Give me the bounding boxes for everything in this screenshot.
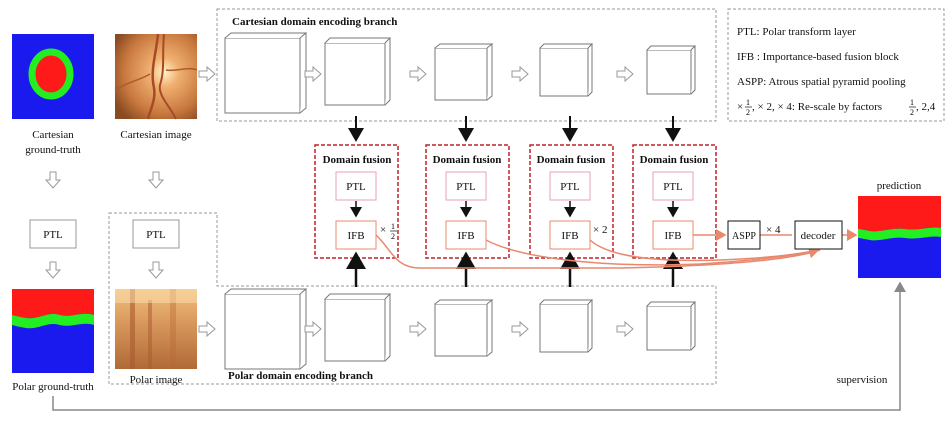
aspp-box [727, 220, 761, 250]
ptl-box-left-gt [29, 219, 77, 249]
polar-branch-frame [108, 212, 717, 385]
fusion-arrows [346, 116, 683, 287]
decoder-box [794, 220, 843, 250]
legend-ptl: PTL: Polar transform layer [737, 26, 856, 38]
ptl-label-left-img: PTL [146, 229, 166, 241]
polar-cube-4 [539, 299, 594, 353]
aspp-label: ASPP [732, 231, 756, 242]
cartesian-cube-4 [539, 43, 594, 97]
cartesian-gt-label-line1: Cartesian [32, 129, 74, 141]
fusion-ptl-label-3: PTL [560, 181, 580, 193]
cart-arrow-3 [511, 66, 529, 82]
polar-cube-5 [646, 301, 697, 351]
ptl-label-left-gt: PTL [43, 229, 63, 241]
fusion-ptl-3 [549, 171, 591, 201]
skip-connections [375, 229, 858, 269]
legend-aspp: ASPP: Atrous spatial pyramid pooling [737, 76, 906, 88]
cartesian-cube-5 [646, 45, 697, 95]
legend-rescale-b: , 2,4 [916, 101, 936, 113]
down-arrow-1 [45, 171, 61, 189]
polar-branch-title: Polar domain encoding branch [228, 370, 373, 382]
legend-panel: PTL: Polar transform layer IFB : Importa… [727, 8, 945, 122]
fusion-title-4: Domain fusion [640, 154, 709, 166]
cart-arrow-0 [198, 66, 216, 82]
scale-half-x: × [380, 224, 386, 236]
domain-fusion-block-3: Domain fusion PTL IFB [529, 144, 614, 259]
cartesian-cube-3 [434, 43, 494, 101]
polar-ground-truth-image [12, 289, 94, 373]
down-arrow-4 [148, 261, 164, 279]
polar-arrow-2 [409, 321, 427, 337]
legend-half-num-2: 1 [910, 98, 914, 107]
polar-feature-maps [224, 288, 697, 370]
cartesian-gt-label-line2: ground-truth [25, 144, 81, 156]
legend-half-den-2: 2 [910, 108, 914, 117]
polar-arrow-0 [198, 321, 216, 337]
fusion-ifb-label-3: IFB [561, 230, 578, 242]
polar-cube-1 [224, 288, 308, 370]
polar-gt-label: Polar ground-truth [12, 381, 94, 393]
fusion-ifb-4 [652, 220, 694, 250]
cartesian-ground-truth-image [12, 34, 94, 119]
cart-arrow-1 [304, 66, 322, 82]
fusion-ifb-3 [549, 220, 591, 250]
supervision-label: supervision [837, 374, 888, 386]
scale-half-den: 2 [391, 232, 395, 241]
supervision-line [52, 281, 906, 411]
cartesian-branch-title: Cartesian domain encoding branch [232, 16, 397, 28]
polar-arrow-3 [511, 321, 529, 337]
scale-half-num: 1 [391, 222, 395, 231]
fusion-ptl-label-4: PTL [663, 181, 683, 193]
prediction-label: prediction [877, 180, 922, 192]
legend-half-num-1: 1 [746, 98, 750, 107]
cartesian-cube-2 [324, 37, 392, 106]
scale-4: × 4 [766, 224, 781, 236]
domain-fusion-block-1: Domain fusion PTL IFB [314, 144, 399, 259]
cartesian-cube-1 [224, 32, 308, 114]
fusion-ptl-4 [652, 171, 694, 201]
cartesian-feature-maps [224, 32, 697, 114]
polar-arrow-4 [616, 321, 634, 337]
fusion-ptl-2 [445, 171, 487, 201]
ptl-box-left-img [132, 219, 180, 249]
fusion-ifb-2 [445, 220, 487, 250]
polar-arrow-1 [304, 321, 322, 337]
scale-2: × 2 [593, 224, 607, 236]
fusion-ifb-label-1: IFB [347, 230, 364, 242]
cart-arrow-2 [409, 66, 427, 82]
legend-rescale-x: × [737, 101, 743, 113]
fusion-ptl-label-2: PTL [456, 181, 476, 193]
fusion-ifb-label-4: IFB [664, 230, 681, 242]
polar-cube-3 [434, 299, 494, 357]
fusion-ptl-1 [335, 171, 377, 201]
polar-fundus-image [115, 289, 197, 369]
fusion-title-1: Domain fusion [323, 154, 392, 166]
down-arrow-3 [45, 261, 61, 279]
prediction-image [858, 196, 941, 278]
cartesian-fundus-image [114, 33, 198, 120]
domain-fusion-block-2: Domain fusion PTL IFB [425, 144, 510, 259]
fusion-ifb-label-2: IFB [457, 230, 474, 242]
fusion-title-2: Domain fusion [433, 154, 502, 166]
cart-arrow-4 [616, 66, 634, 82]
decoder-label: decoder [801, 230, 836, 242]
fusion-title-3: Domain fusion [537, 154, 606, 166]
cartesian-image-label: Cartesian image [120, 129, 191, 141]
legend-half-den-1: 2 [746, 108, 750, 117]
polar-cube-2 [324, 293, 392, 362]
legend-ifb: IFB : Importance-based fusion block [737, 51, 899, 63]
legend-rescale-a: , × 2, × 4: Re-scale by factors [752, 101, 882, 113]
polar-image-label: Polar image [130, 374, 183, 386]
domain-fusion-block-4: Domain fusion PTL IFB [632, 144, 717, 259]
fusion-ptl-label-1: PTL [346, 181, 366, 193]
down-arrow-2 [148, 171, 164, 189]
